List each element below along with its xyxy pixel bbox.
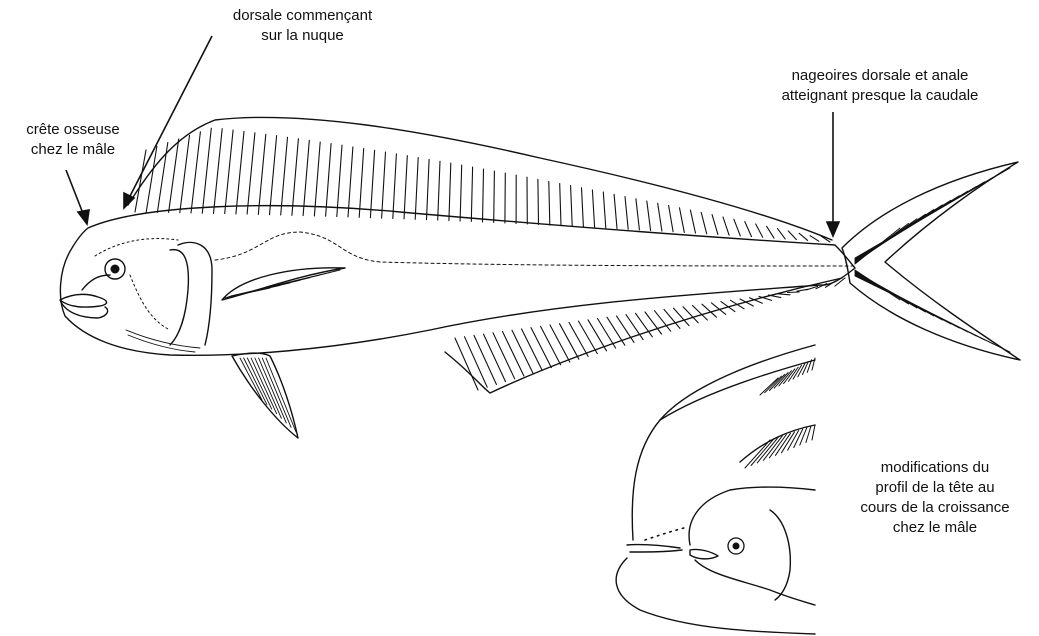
lateral-line bbox=[215, 232, 855, 266]
label-head-profile: modifications du profil de la tête au co… bbox=[830, 458, 1039, 538]
mouth bbox=[60, 294, 108, 318]
label-fins-reach: nageoires dorsale et anale atteignant pr… bbox=[735, 66, 1025, 106]
dorsal-fin-outline bbox=[128, 117, 832, 240]
large-male-dots bbox=[645, 527, 688, 540]
label-male-crest-line1: crête osseuse bbox=[8, 120, 138, 140]
label-dorsal-origin-line2: sur la nuque bbox=[190, 26, 415, 46]
caudal-fin-rays bbox=[855, 168, 1010, 352]
large-male-mouth bbox=[627, 545, 682, 552]
inset-head-profiles bbox=[616, 345, 815, 634]
label-fins-reach-line1: nageoires dorsale et anale bbox=[735, 66, 1025, 86]
jaw bbox=[82, 275, 110, 290]
eye-icon bbox=[105, 259, 125, 279]
label-head-profile-line2: profil de la tête au bbox=[830, 478, 1039, 498]
label-head-profile-line3: cours de la croissance bbox=[830, 498, 1039, 518]
label-fins-reach-line2: atteignant presque la caudale bbox=[735, 86, 1025, 106]
fish-body-outline bbox=[60, 206, 855, 356]
caudal-fin-outline bbox=[842, 162, 1020, 360]
small-male-jaw bbox=[695, 560, 815, 605]
label-male-crest: crête osseuse chez le mâle bbox=[8, 120, 138, 160]
label-head-profile-line1: modifications du bbox=[830, 458, 1039, 478]
label-male-crest-line2: chez le mâle bbox=[8, 140, 138, 160]
anal-fin-rays bbox=[455, 278, 845, 390]
gill-lines bbox=[126, 330, 200, 352]
label-head-profile-line4: chez le mâle bbox=[830, 518, 1039, 538]
arrow-male-crest bbox=[66, 170, 89, 224]
mid-profile bbox=[660, 360, 815, 420]
arrow-fins-reach bbox=[827, 112, 839, 236]
inset-dorsal-fin bbox=[740, 425, 815, 462]
label-dorsal-origin: dorsale commençant sur la nuque bbox=[190, 6, 415, 46]
small-male-profile bbox=[689, 487, 815, 545]
head-dotted-outline bbox=[95, 239, 178, 330]
inset-fin-rays bbox=[745, 358, 815, 468]
operculum bbox=[178, 242, 212, 345]
small-male-mouth bbox=[690, 549, 718, 558]
label-dorsal-origin-line1: dorsale commençant bbox=[190, 6, 415, 26]
pelvic-fin-rays bbox=[240, 358, 296, 432]
small-male-operculum bbox=[770, 510, 790, 600]
preoperculum bbox=[170, 250, 188, 345]
inset-eye-icon bbox=[728, 538, 744, 554]
